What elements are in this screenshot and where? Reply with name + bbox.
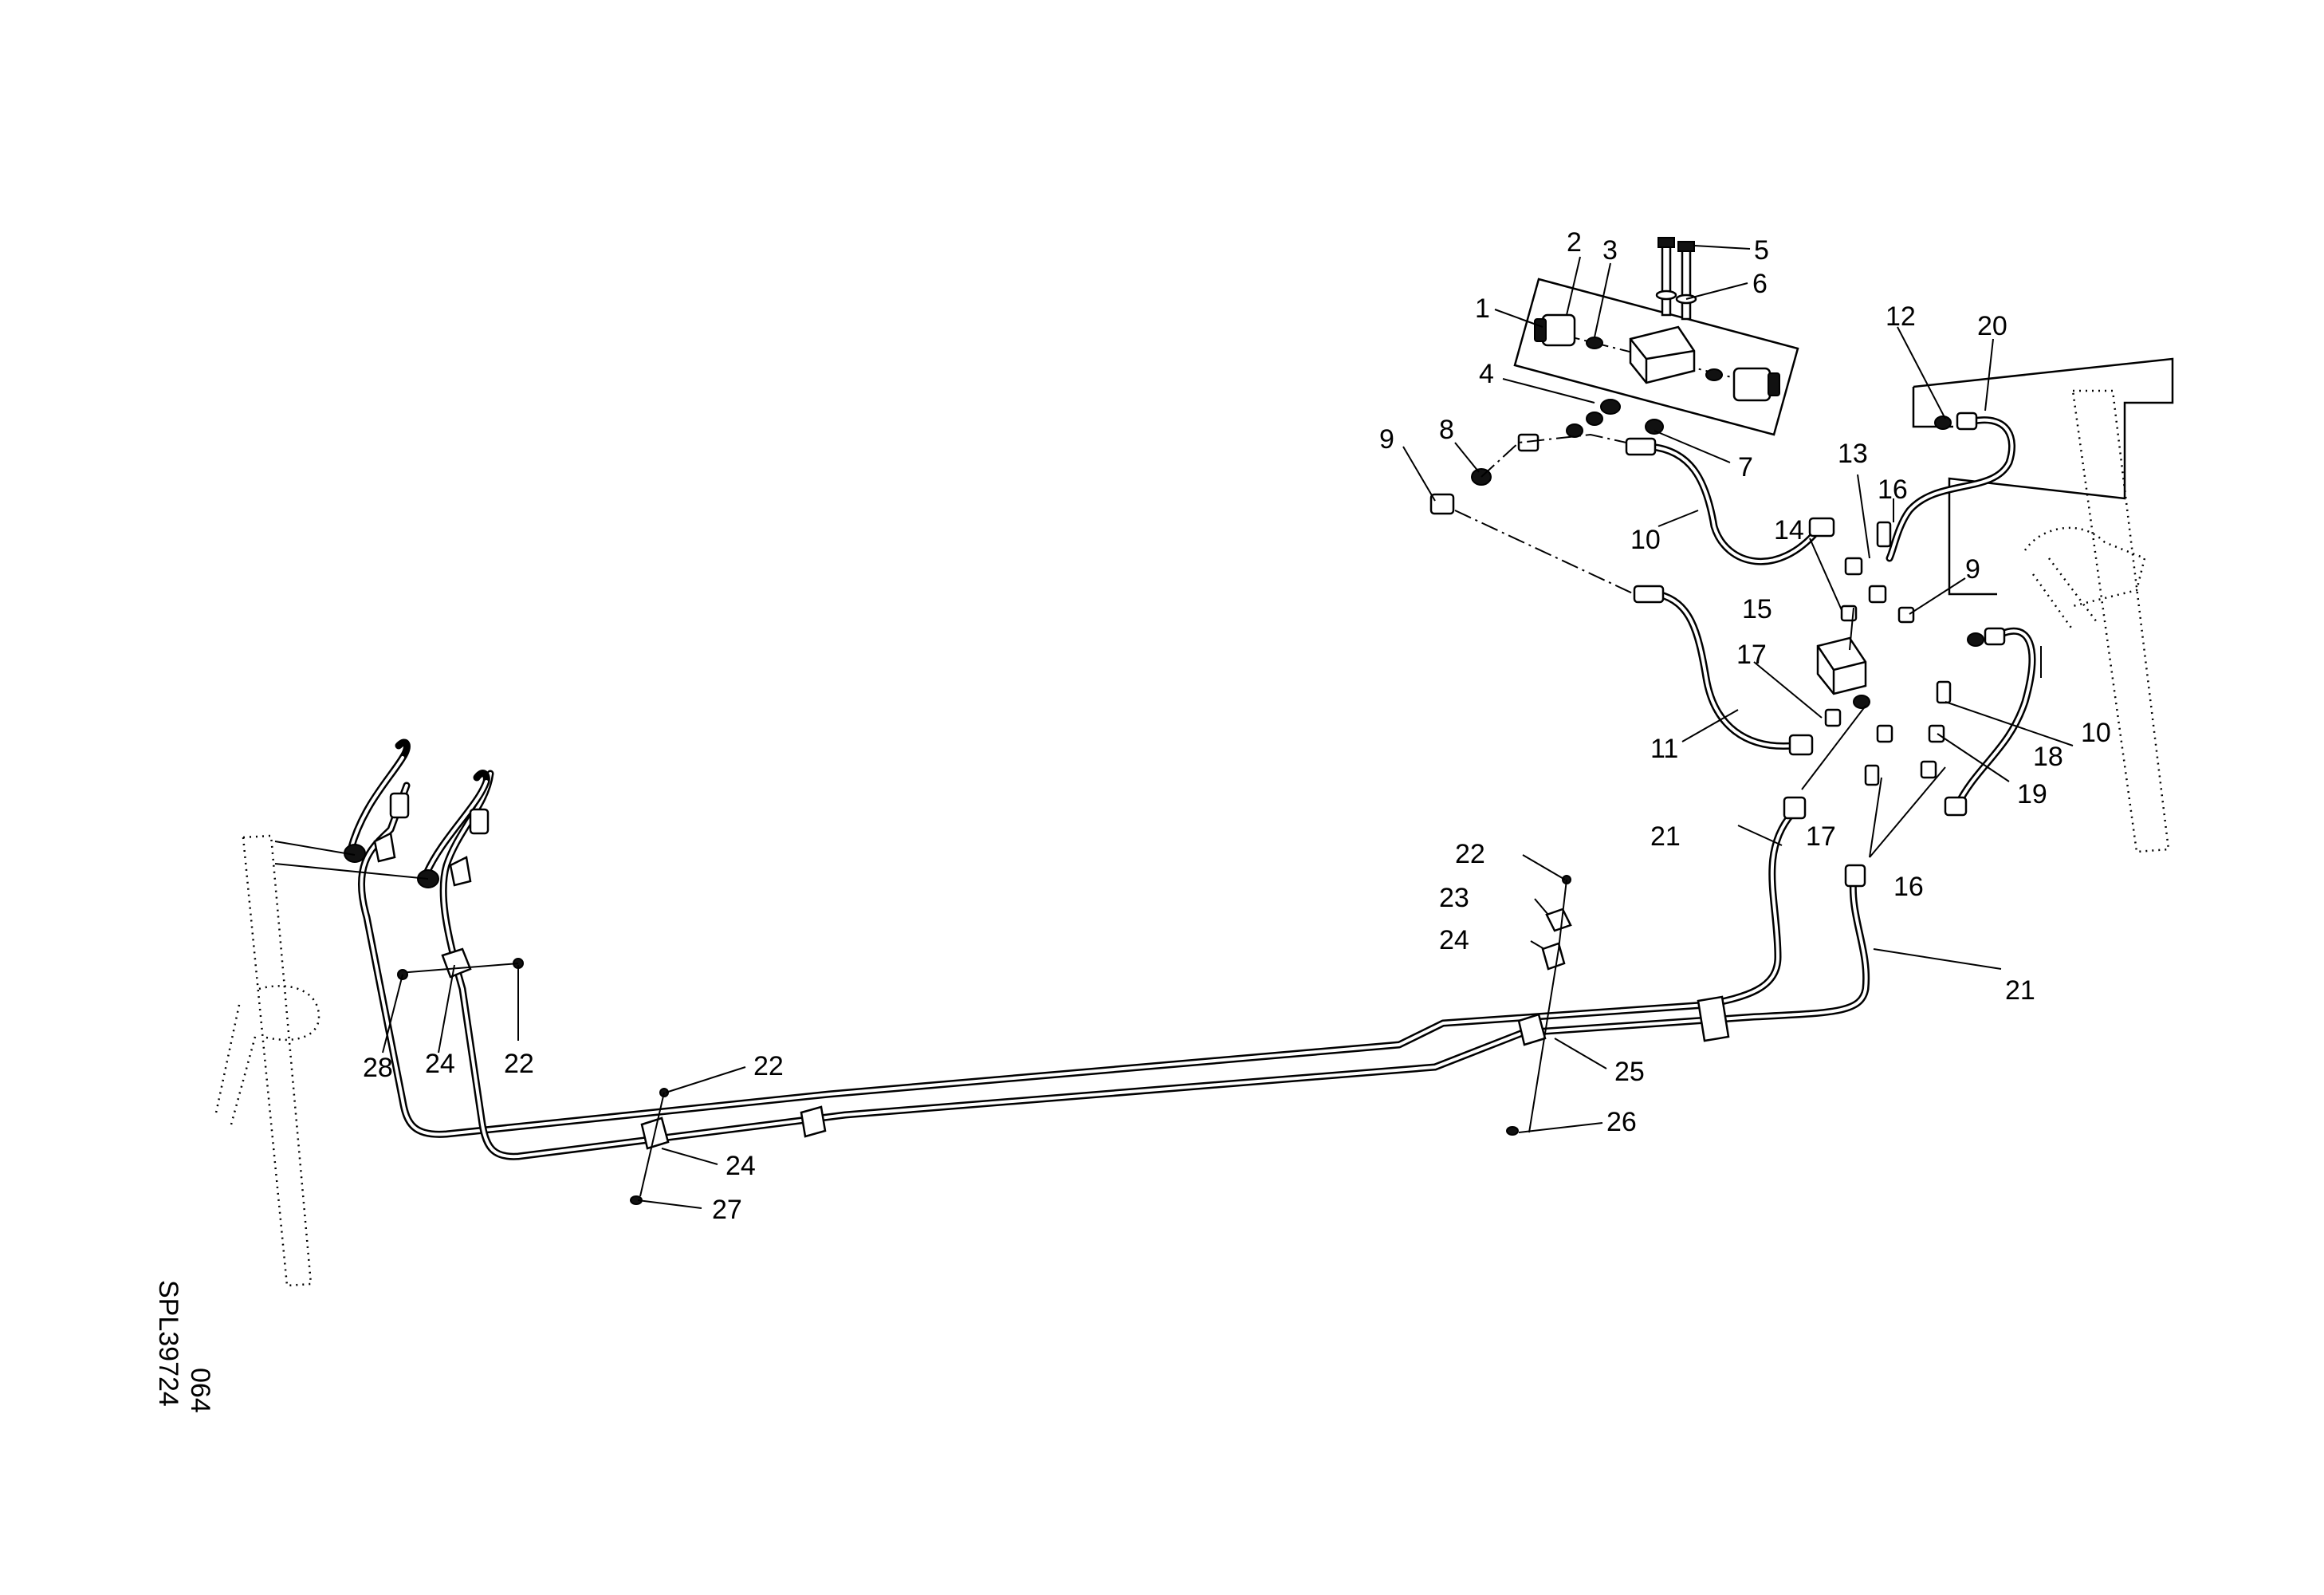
callout-17-lower: 17	[1806, 821, 1836, 852]
callout-27: 27	[712, 1195, 742, 1225]
callout-9-right: 9	[1965, 554, 1980, 585]
callout-8: 8	[1439, 415, 1454, 445]
callout-12: 12	[1886, 301, 1916, 332]
clamps	[397, 875, 1730, 1205]
axis-line-9	[1454, 510, 1635, 595]
callout-10: 10	[1630, 525, 1661, 555]
o-ring-3	[1586, 337, 1603, 349]
callout-4: 4	[1479, 359, 1494, 389]
callout-23: 23	[1439, 883, 1469, 913]
callout-16: 16	[1878, 475, 1908, 505]
axis-line-8	[1481, 433, 1627, 478]
callout-21: 21	[1650, 821, 1681, 852]
fittings-row-4	[1566, 399, 1664, 438]
callout-26: 26	[1606, 1107, 1637, 1137]
callout-3: 3	[1602, 235, 1618, 266]
hose-20	[1886, 412, 2015, 562]
hose-10-right	[1944, 627, 2036, 817]
callout-labels: 1 2 3 4 5 6 7 8 9 9 10 10 11 12 13 14 15…	[363, 227, 2111, 1225]
callout-2: 2	[1567, 227, 1582, 258]
drawing-sheet-number: 064	[185, 1368, 215, 1413]
callout-22-left: 22	[504, 1049, 534, 1079]
leader-lines	[382, 245, 2074, 1209]
callout-20: 20	[1977, 311, 2007, 341]
callout-14: 14	[1774, 515, 1804, 545]
callout-11: 11	[1650, 734, 1678, 764]
callout-9: 9	[1379, 424, 1394, 455]
left-hook-fittings	[274, 738, 490, 888]
bracket-frame-outline	[1912, 357, 2174, 596]
hose-10-upper	[1625, 437, 1835, 565]
callout-28: 28	[363, 1053, 393, 1083]
callout-21-right: 21	[2005, 975, 2035, 1006]
mounting-bolts	[1655, 237, 1697, 321]
o-ring-3b	[1705, 368, 1723, 381]
callout-22: 22	[1455, 839, 1485, 869]
callout-5: 5	[1754, 235, 1769, 266]
right-frame-outline	[2023, 389, 2170, 853]
callout-25: 25	[1614, 1057, 1645, 1087]
callout-18: 18	[2033, 742, 2063, 772]
solenoid-coil-right	[1732, 367, 1780, 402]
callout-10-right: 10	[2081, 718, 2111, 748]
callout-1: 1	[1475, 293, 1490, 324]
callout-19: 19	[2017, 779, 2047, 809]
drawing-reference: SPL39724 064	[153, 1280, 215, 1413]
callout-17: 17	[1736, 640, 1767, 670]
callout-24: 24	[1439, 925, 1469, 955]
hose-21-lower	[439, 770, 1870, 1160]
callout-7: 7	[1738, 452, 1753, 482]
drawing-reference-number: SPL39724	[153, 1280, 183, 1407]
callout-15: 15	[1742, 594, 1772, 624]
hose-11	[1633, 585, 1814, 756]
hose-21-upper	[357, 782, 1807, 1138]
callout-24-mid: 24	[726, 1151, 756, 1181]
callout-13: 13	[1838, 439, 1868, 469]
valve-block	[1629, 325, 1696, 384]
callout-24-left: 24	[425, 1049, 455, 1079]
callout-22-mid: 22	[753, 1051, 784, 1081]
distribution-block	[1816, 636, 1867, 695]
callout-16-lower: 16	[1893, 872, 1924, 902]
left-frame-outline	[214, 834, 320, 1287]
solenoid-coil-left	[1534, 313, 1576, 347]
callout-6: 6	[1752, 269, 1768, 299]
fittings-13-14-16	[1824, 521, 1952, 786]
